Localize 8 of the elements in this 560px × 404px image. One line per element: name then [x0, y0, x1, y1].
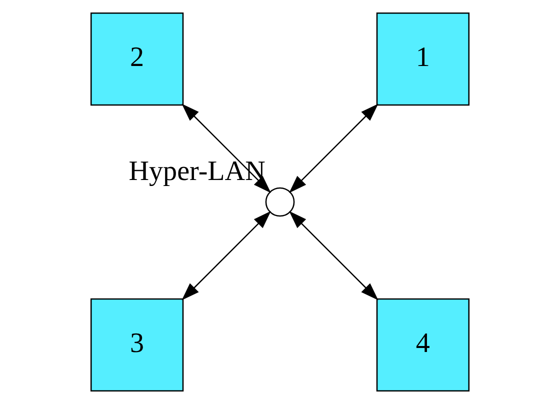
node-box: 1 [376, 12, 470, 106]
arrow [289, 104, 378, 193]
node-box: 3 [90, 298, 184, 392]
node-circle [265, 187, 295, 217]
node-box: 2 [90, 12, 184, 106]
node-box: 4 [376, 298, 470, 392]
arrow [182, 211, 271, 300]
arrow [289, 211, 378, 300]
